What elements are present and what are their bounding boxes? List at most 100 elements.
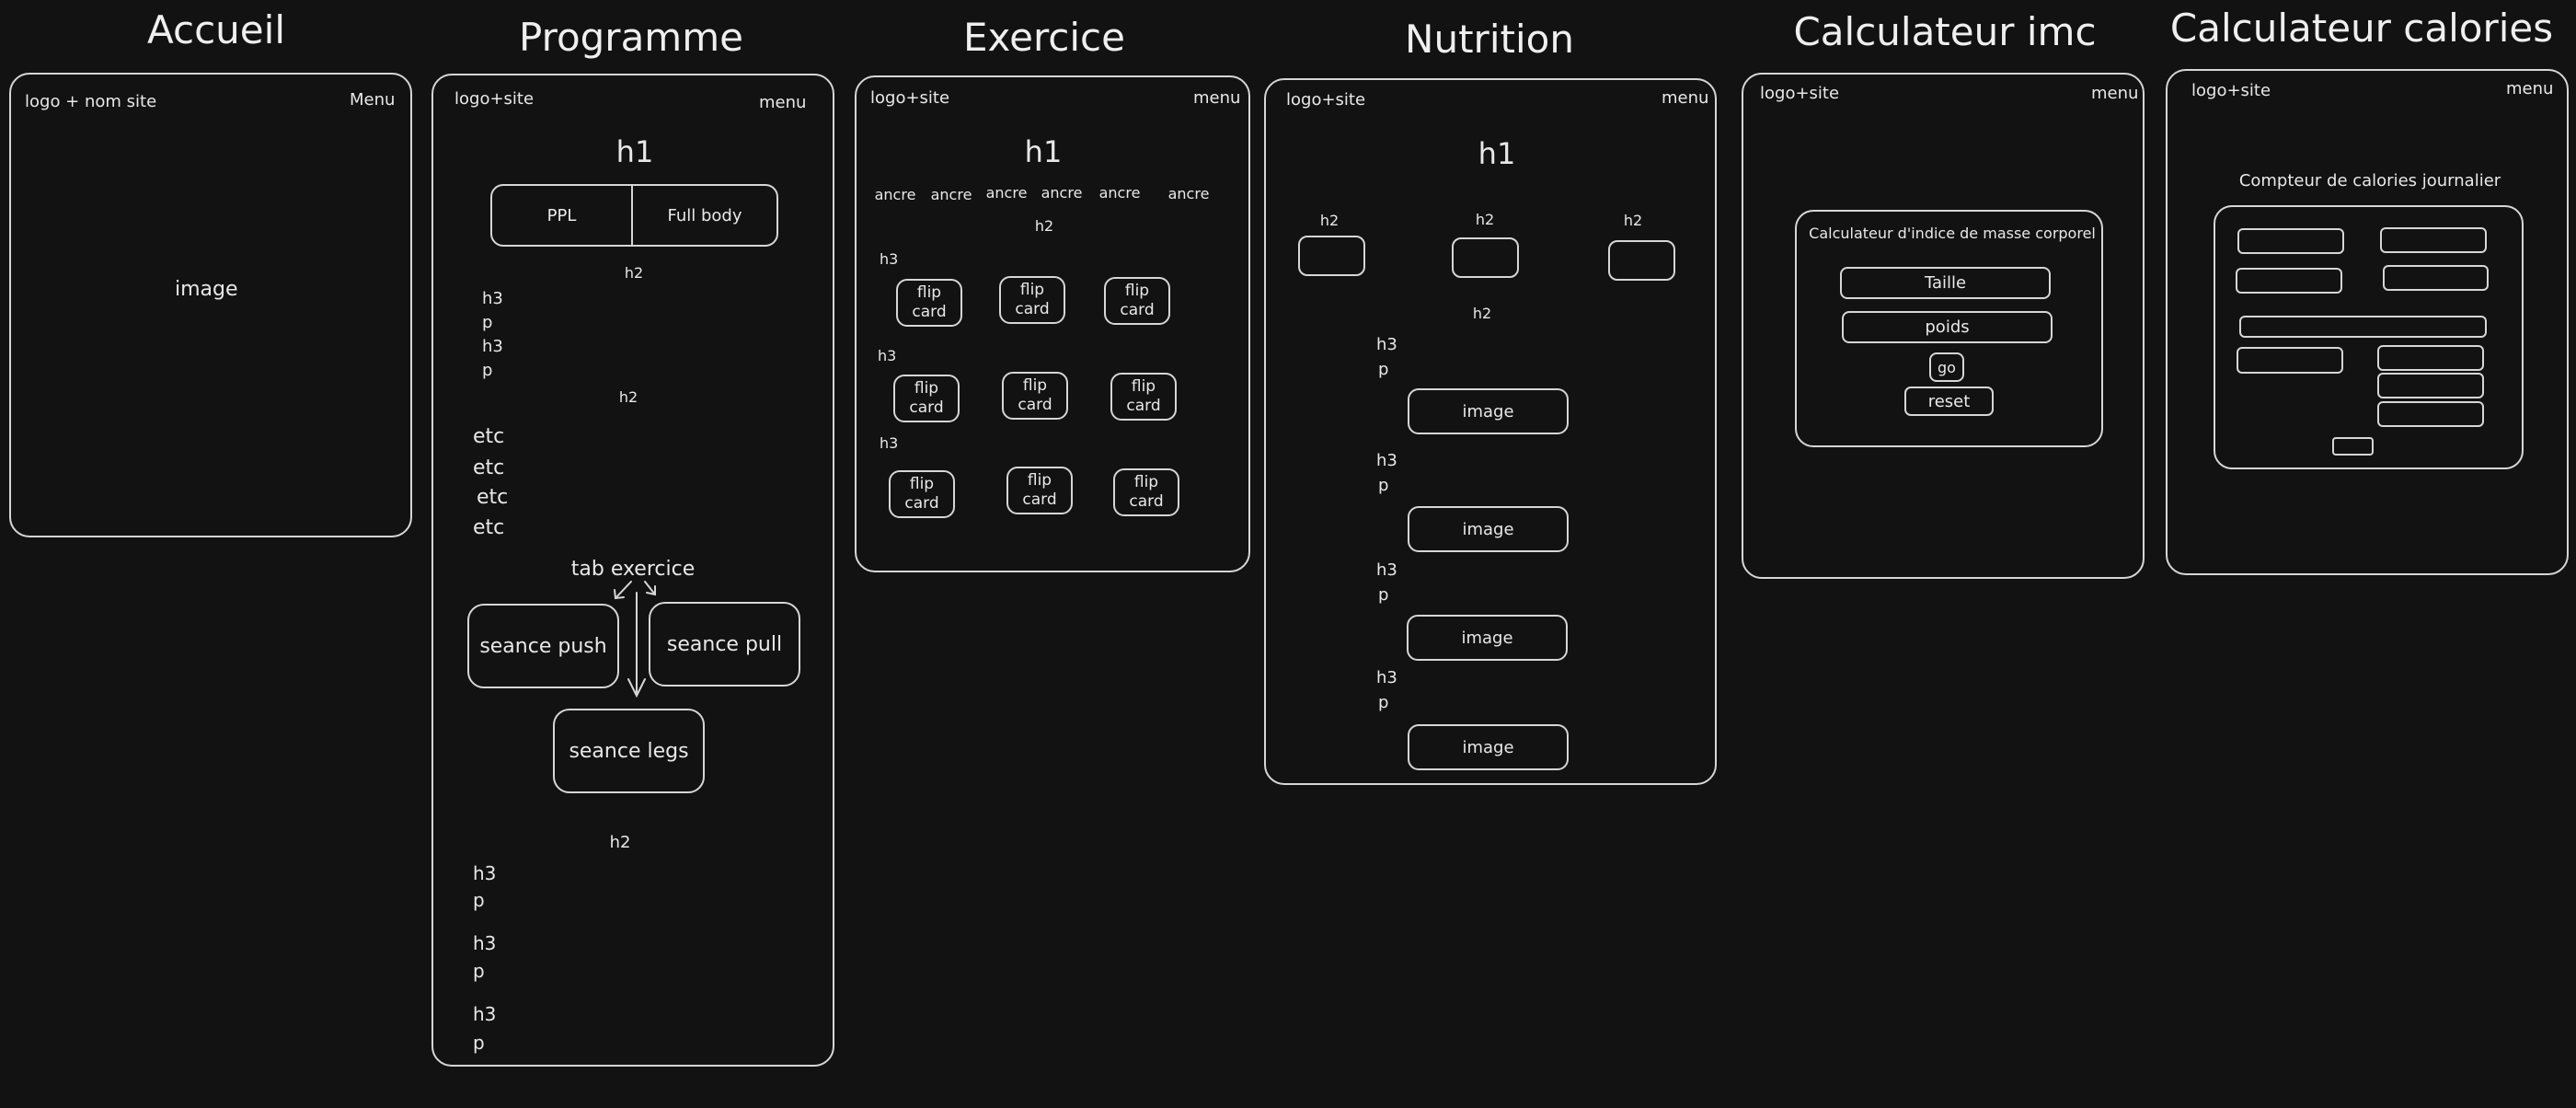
seance-pull-label: seance pull [666,632,783,656]
tab-exercice-label: tab exercice [570,558,696,581]
title-programme: Programme [519,15,743,60]
flip-card-line: flip [1027,471,1052,490]
nutrition-h3: h3 [1376,668,1397,687]
imc-frame [1742,73,2145,579]
flip-card-line: card [909,398,944,417]
poids-input[interactable]: poids [1842,311,2053,343]
exercice-anchor-link[interactable]: ancre [1041,184,1083,202]
seance-push-label: seance push [479,634,607,658]
reset-button[interactable]: reset [1904,387,1994,416]
accueil-frame [9,73,412,537]
calories-input[interactable] [2236,268,2342,294]
title-calories: Calculateur calories [2169,6,2554,51]
nutrition-h2: h2 [1623,212,1643,229]
nutrition-image: image [1408,724,1569,770]
seance-legs-button[interactable]: seance legs [553,709,705,793]
tab-full-body[interactable]: Full body [631,184,778,247]
seance-pull-button[interactable]: seance pull [649,602,800,687]
title-exercice: Exercice [963,15,1125,60]
calories-input[interactable] [2377,401,2484,427]
exercice-anchor-link[interactable]: ancre [985,184,1028,202]
nutrition-p: p [1378,693,1389,712]
calories-input[interactable] [2383,265,2489,291]
nutrition-frame [1264,78,1717,785]
poids-placeholder: poids [1925,317,1970,337]
flip-card-line: flip [1133,473,1159,491]
programme-frame [431,74,834,1067]
flip-card-line: card [904,494,939,513]
taille-placeholder: Taille [1924,273,1967,293]
nutrition-h3: h3 [1376,560,1397,580]
programme-p: p [473,889,485,911]
tab-full-body-label: Full body [667,205,742,225]
calories-input[interactable] [2380,227,2487,253]
programme-h3: h3 [473,1003,497,1025]
nutrition-image-label: image [1462,519,1514,539]
flip-card-line: card [912,303,947,321]
exercice-menu[interactable]: menu [1193,88,1241,108]
calories-input[interactable] [2377,373,2484,398]
calories-input[interactable] [2237,228,2344,254]
exercice-anchor-link[interactable]: ancre [1167,185,1210,202]
programme-p: p [482,361,493,380]
programme-h2: h2 [609,833,631,852]
seance-push-button[interactable]: seance push [467,604,619,688]
go-label: go [1938,358,1956,376]
imc-form-title: Calculateur d'indice de masse corporel [1809,225,2096,242]
calories-input-wide[interactable] [2239,316,2487,338]
programme-menu[interactable]: menu [759,93,807,112]
exercice-anchor-link[interactable]: ancre [1098,184,1141,202]
nutrition-h3: h3 [1376,451,1397,470]
nutrition-h3: h3 [1376,335,1397,354]
programme-h1: h1 [615,134,654,169]
exercice-anchor-link[interactable]: ancre [874,186,916,203]
nutrition-card[interactable] [1608,240,1675,281]
programme-p: p [473,1032,485,1054]
calories-menu[interactable]: menu [2506,79,2554,98]
nutrition-image: image [1407,615,1568,661]
imc-form-panel [1795,210,2103,447]
nutrition-menu[interactable]: menu [1662,88,1709,108]
calories-form-panel [2214,205,2524,469]
programme-etc: etc [473,456,505,479]
taille-input[interactable]: Taille [1840,267,2051,299]
nutrition-card[interactable] [1298,236,1365,276]
exercice-anchor-link[interactable]: ancre [930,186,972,203]
programme-etc: etc [473,516,505,539]
nutrition-card[interactable] [1452,237,1519,278]
go-button[interactable]: go [1929,352,1964,382]
programme-h2: h2 [624,264,644,282]
accueil-logo[interactable]: logo + nom site [25,92,157,111]
nutrition-logo[interactable]: logo+site [1286,90,1366,110]
flip-card-line: flip [1124,282,1150,300]
flip-card-line: flip [916,283,942,302]
calories-logo[interactable]: logo+site [2191,81,2271,100]
calories-input[interactable] [2237,347,2343,374]
flip-card-line: card [1018,396,1052,414]
nutrition-image-label: image [1462,737,1514,757]
programme-logo[interactable]: logo+site [454,89,535,109]
flip-card-line: flip [1019,281,1045,299]
programme-h3: h3 [473,932,497,954]
imc-logo[interactable]: logo+site [1760,84,1840,103]
imc-menu[interactable]: menu [2091,84,2139,103]
exercice-logo[interactable]: logo+site [870,88,950,108]
accueil-menu[interactable]: Menu [350,90,396,110]
programme-etc: etc [477,486,509,509]
calories-input[interactable] [2377,345,2484,371]
flip-card-line: card [1022,491,1057,509]
title-imc: Calculateur imc [1793,9,2097,54]
nutrition-image: image [1408,506,1569,552]
calories-submit-button[interactable] [2332,437,2374,456]
nutrition-image: image [1408,388,1569,434]
